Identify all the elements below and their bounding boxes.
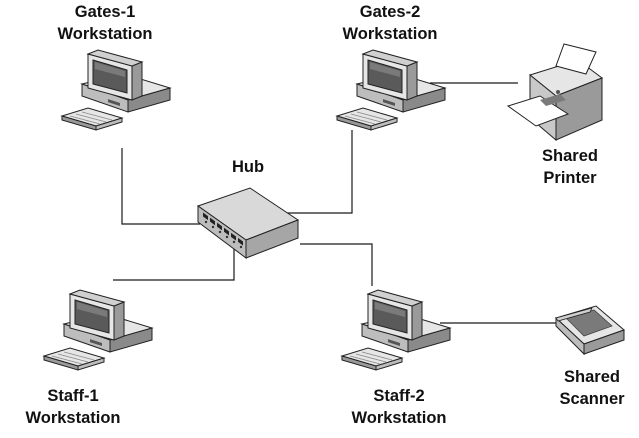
staff2-type: Workstation (351, 409, 447, 427)
staff1-name: Staff-1 (47, 387, 99, 405)
scanner-label: Shared Scanner (545, 366, 639, 410)
gates2-type: Workstation (342, 25, 438, 43)
connection-lines (113, 82, 560, 324)
scanner-icon (555, 305, 625, 356)
printer-icon (506, 43, 604, 142)
link-staff1-hub (113, 248, 235, 281)
link-staff2-hub (300, 243, 373, 286)
hub-name: Hub (231, 158, 265, 176)
staff1-workstation-icon (43, 289, 153, 371)
gates1-workstation-label: Gates-1 Workstation (40, 1, 170, 45)
staff2-workstation-icon (341, 289, 451, 371)
gates2-workstation-label: Gates-2 Workstation (325, 1, 455, 45)
link-gates1-hub (121, 148, 200, 225)
scanner-type: Scanner (559, 390, 625, 408)
printer-label: Shared Printer (520, 145, 620, 189)
gates1-workstation-icon (61, 49, 171, 131)
staff2-workstation-label: Staff-2 Workstation (334, 385, 464, 429)
gates1-type: Workstation (57, 25, 153, 43)
staff2-name: Staff-2 (373, 387, 425, 405)
printer-name: Shared (542, 147, 598, 165)
scanner-name: Shared (564, 368, 620, 386)
gates2-name: Gates-2 (359, 3, 421, 21)
printer-type: Printer (543, 169, 597, 187)
link-gates2-hub (270, 130, 353, 214)
staff1-workstation-label: Staff-1 Workstation (8, 385, 138, 429)
staff1-type: Workstation (25, 409, 121, 427)
hub-icon (196, 187, 300, 259)
gates2-workstation-icon (336, 49, 446, 131)
gates1-name: Gates-1 (74, 3, 136, 21)
hub-label: Hub (218, 156, 278, 178)
